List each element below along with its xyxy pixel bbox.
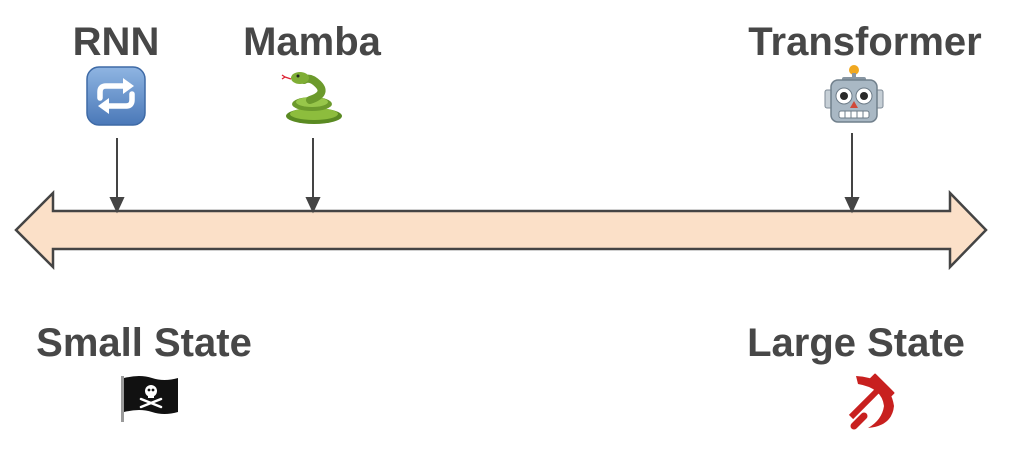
mamba-label: Mamba: [243, 20, 381, 64]
robot-icon: [824, 65, 884, 123]
transformer-pointer: [844, 133, 860, 214]
transformer-label: Transformer: [748, 20, 982, 64]
pirate-flag-icon: [121, 376, 178, 422]
rnn-label: RNN: [72, 20, 160, 64]
mamba-pointer: [305, 138, 321, 214]
large-state-label: Large State: [747, 321, 965, 365]
repeat-button-icon: [86, 66, 146, 126]
small-state-label: Small State: [36, 321, 252, 365]
rnn-pointer: [109, 138, 125, 214]
hammer-and-sickle-icon: [848, 373, 895, 430]
snake-icon: [281, 72, 342, 124]
double-arrow: [14, 189, 988, 271]
